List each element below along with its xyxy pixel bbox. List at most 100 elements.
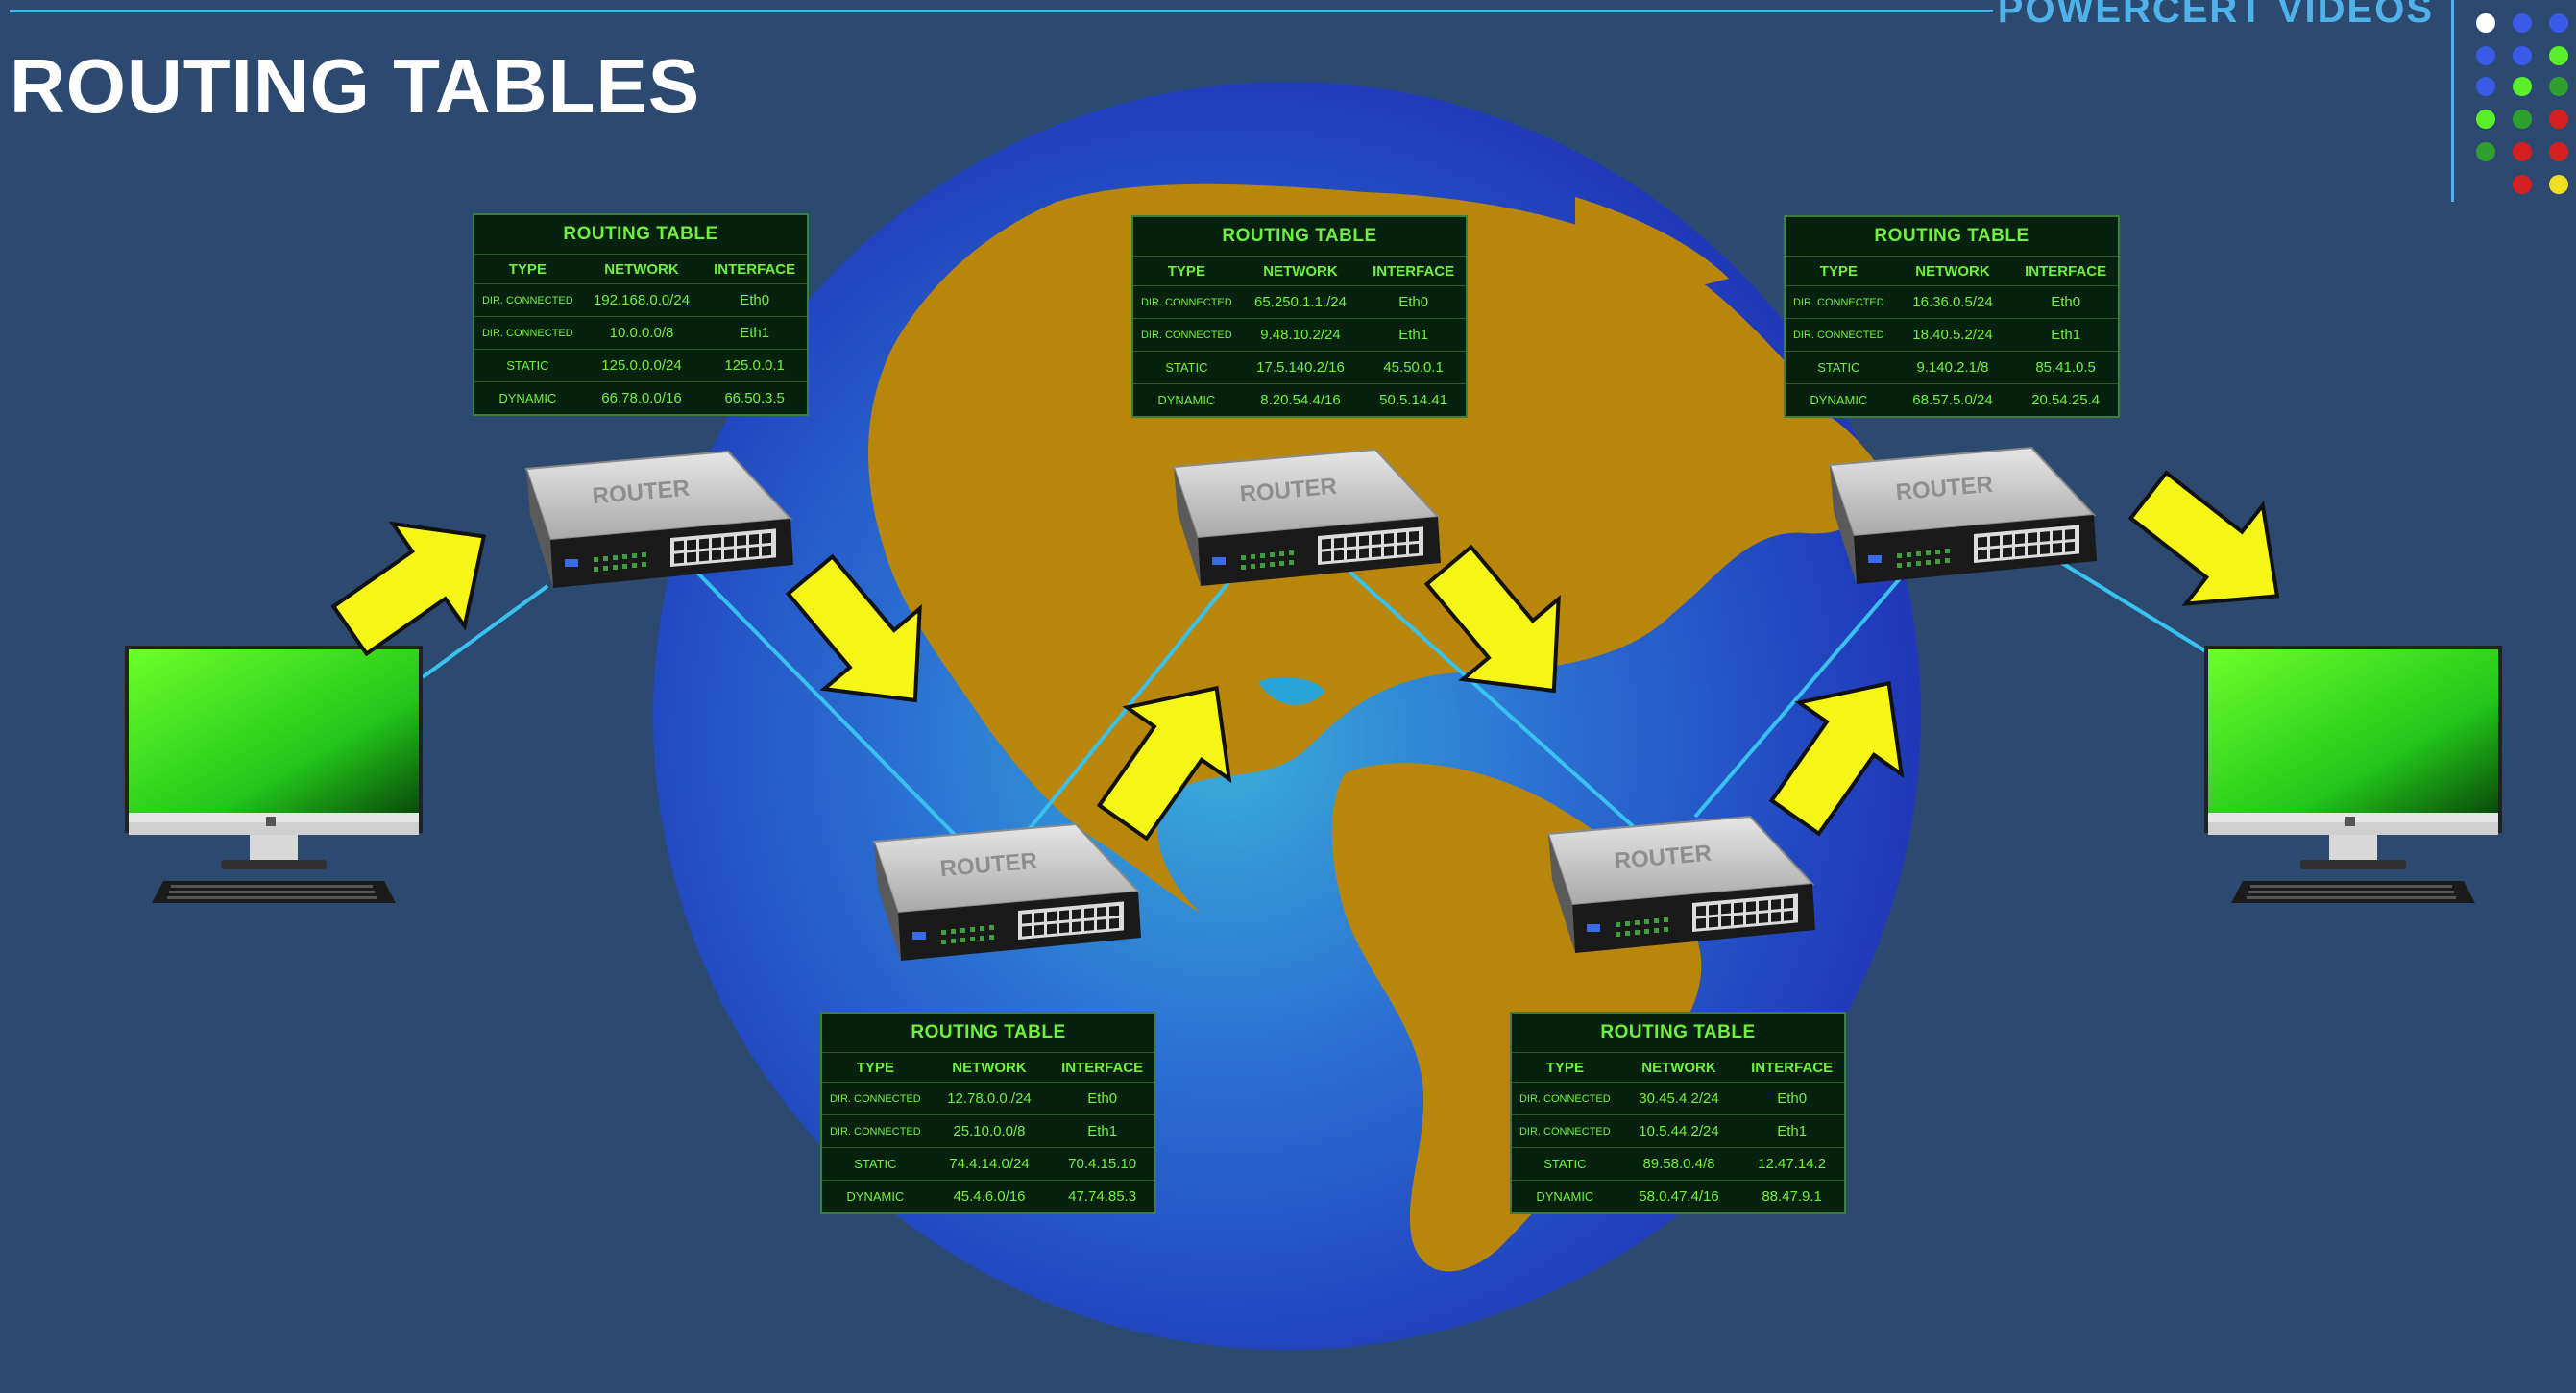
table-row: DYNAMIC 68.57.5.0/24 20.54.25.4 bbox=[1786, 383, 2118, 416]
router-2: ROUTER bbox=[1173, 449, 1442, 587]
brand-name: POWERCERT VIDEOS bbox=[1997, 0, 2434, 31]
routing-table-router-5: ROUTING TABLE TYPE NETWORK INTERFACE DIR. CO… bbox=[1510, 1012, 1846, 1214]
route-type: DYNAMIC bbox=[1157, 393, 1216, 407]
route-type: DYNAMIC bbox=[846, 1189, 905, 1204]
route-type: DIR. CONNECTED bbox=[1519, 1092, 1611, 1105]
routing-table-title: ROUTING TABLE bbox=[1874, 226, 2029, 246]
route-network: 125.0.0.0/24 bbox=[601, 357, 682, 374]
route-network: 12.78.0.0./24 bbox=[947, 1090, 1032, 1107]
route-type: STATIC bbox=[1543, 1157, 1587, 1171]
route-network: 45.4.6.0/16 bbox=[953, 1188, 1026, 1205]
table-row: DYNAMIC 66.78.0.0/16 66.50.3.5 bbox=[474, 381, 807, 414]
route-interface: 47.74.85.3 bbox=[1068, 1188, 1137, 1205]
column-header: NETWORK bbox=[1263, 262, 1338, 280]
route-type: STATIC bbox=[506, 358, 549, 373]
table-row: DYNAMIC 8.20.54.4/16 50.5.14.41 bbox=[1133, 383, 1466, 416]
route-type: DIR. CONNECTED bbox=[481, 294, 573, 306]
column-header: TYPE bbox=[856, 1059, 894, 1076]
route-interface: Eth1 bbox=[1777, 1123, 1808, 1139]
router-1: ROUTER bbox=[525, 451, 794, 589]
column-header: NETWORK bbox=[604, 260, 679, 278]
route-network: 18.40.5.2/24 bbox=[1912, 327, 1993, 343]
route-interface: 50.5.14.41 bbox=[1379, 392, 1448, 408]
route-network: 192.168.0.0/24 bbox=[593, 292, 691, 308]
routing-table-title: ROUTING TABLE bbox=[563, 224, 718, 244]
route-interface: 85.41.0.5 bbox=[2035, 359, 2096, 376]
routing-table-title: ROUTING TABLE bbox=[1222, 226, 1377, 246]
destination-computer bbox=[2204, 646, 2502, 903]
table-row: DYNAMIC 45.4.6.0/16 47.74.85.3 bbox=[822, 1180, 1154, 1212]
arrow-right-icon bbox=[2107, 444, 2318, 648]
table-header: TYPE NETWORK INTERFACE bbox=[1786, 256, 2118, 285]
route-interface: Eth0 bbox=[1087, 1090, 1118, 1107]
column-header: TYPE bbox=[1167, 262, 1205, 280]
route-network: 68.57.5.0/24 bbox=[1912, 392, 1993, 408]
column-header: TYPE bbox=[1819, 262, 1858, 280]
route-network: 8.20.54.4/16 bbox=[1260, 392, 1341, 408]
route-interface: 66.50.3.5 bbox=[724, 390, 785, 406]
route-interface: 12.47.14.2 bbox=[1758, 1156, 1827, 1172]
route-network: 65.250.1.1./24 bbox=[1254, 294, 1347, 310]
column-header: INTERFACE bbox=[1061, 1059, 1144, 1076]
table-row: DIR. CONNECTED 12.78.0.0./24 Eth0 bbox=[822, 1082, 1154, 1114]
routing-table-title: ROUTING TABLE bbox=[1600, 1022, 1756, 1042]
brand-dots bbox=[2451, 0, 2568, 202]
route-interface: 88.47.9.1 bbox=[1762, 1188, 1822, 1205]
table-row: STATIC 89.58.0.4/8 12.47.14.2 bbox=[1512, 1147, 1844, 1180]
route-interface: Eth1 bbox=[1398, 327, 1429, 343]
route-type: DYNAMIC bbox=[1536, 1189, 1594, 1204]
route-network: 16.36.0.5/24 bbox=[1912, 294, 1993, 310]
route-type: DIR. CONNECTED bbox=[1140, 296, 1232, 308]
route-interface: 20.54.25.4 bbox=[2031, 392, 2101, 408]
header-rule bbox=[10, 10, 1993, 12]
column-header: TYPE bbox=[508, 260, 547, 278]
route-interface: Eth1 bbox=[2051, 327, 2081, 343]
routing-table-title: ROUTING TABLE bbox=[911, 1022, 1066, 1042]
route-type: DYNAMIC bbox=[1810, 393, 1868, 407]
routing-table-router-1: ROUTING TABLE TYPE NETWORK INTERFACE DIR. CO… bbox=[473, 213, 809, 416]
column-header: INTERFACE bbox=[1751, 1059, 1834, 1076]
route-type: DIR. CONNECTED bbox=[1519, 1125, 1611, 1137]
router-4: ROUTER bbox=[873, 823, 1142, 962]
table-header: TYPE NETWORK INTERFACE bbox=[474, 254, 807, 283]
route-network: 74.4.14.0/24 bbox=[949, 1156, 1030, 1172]
route-type: DIR. CONNECTED bbox=[829, 1125, 921, 1137]
route-type: DIR. CONNECTED bbox=[829, 1092, 921, 1105]
route-type: DYNAMIC bbox=[498, 391, 557, 405]
column-header: INTERFACE bbox=[2025, 262, 2107, 280]
route-network: 17.5.140.2/16 bbox=[1256, 359, 1345, 376]
column-header: NETWORK bbox=[1915, 262, 1990, 280]
route-network: 89.58.0.4/8 bbox=[1642, 1156, 1715, 1172]
router-3: ROUTER bbox=[1829, 447, 2098, 585]
column-header: NETWORK bbox=[1641, 1059, 1716, 1076]
router-5: ROUTER bbox=[1547, 816, 1816, 954]
table-header: TYPE NETWORK INTERFACE bbox=[1512, 1052, 1844, 1082]
route-interface: Eth1 bbox=[740, 325, 770, 341]
route-type: DIR. CONNECTED bbox=[1792, 296, 1884, 308]
route-network: 10.0.0.0/8 bbox=[609, 325, 674, 341]
route-type: STATIC bbox=[854, 1157, 897, 1171]
route-network: 9.48.10.2/24 bbox=[1260, 327, 1341, 343]
route-interface: 45.50.0.1 bbox=[1383, 359, 1444, 376]
column-header: INTERFACE bbox=[714, 260, 796, 278]
route-type: STATIC bbox=[1817, 360, 1860, 375]
column-header: TYPE bbox=[1545, 1059, 1584, 1076]
page-title: ROUTING TABLES bbox=[10, 43, 701, 129]
route-network: 25.10.0.0/8 bbox=[953, 1123, 1026, 1139]
route-network: 66.78.0.0/16 bbox=[601, 390, 682, 406]
